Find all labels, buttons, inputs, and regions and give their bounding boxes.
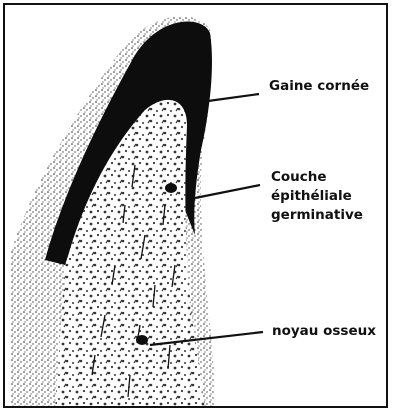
label-noyau-text: noyau osseux bbox=[272, 323, 376, 339]
label-noyau-osseux: noyau osseux bbox=[272, 322, 376, 341]
label-couche-line-2: épithéliale bbox=[271, 187, 363, 206]
leader-couche bbox=[195, 185, 260, 198]
osseous-dot bbox=[136, 335, 148, 345]
label-couche-line-1: Couche bbox=[271, 168, 363, 187]
label-couche-epitheliale: Couche épithéliale germinative bbox=[271, 168, 363, 225]
figure-frame: Gaine cornée Couche épithéliale germinat… bbox=[3, 3, 388, 408]
germinative-dot bbox=[165, 183, 177, 193]
label-gaine-text: Gaine cornée bbox=[269, 78, 369, 94]
label-gaine-cornee: Gaine cornée bbox=[269, 77, 369, 96]
leader-gaine bbox=[208, 94, 259, 101]
label-couche-line-3: germinative bbox=[271, 206, 363, 225]
